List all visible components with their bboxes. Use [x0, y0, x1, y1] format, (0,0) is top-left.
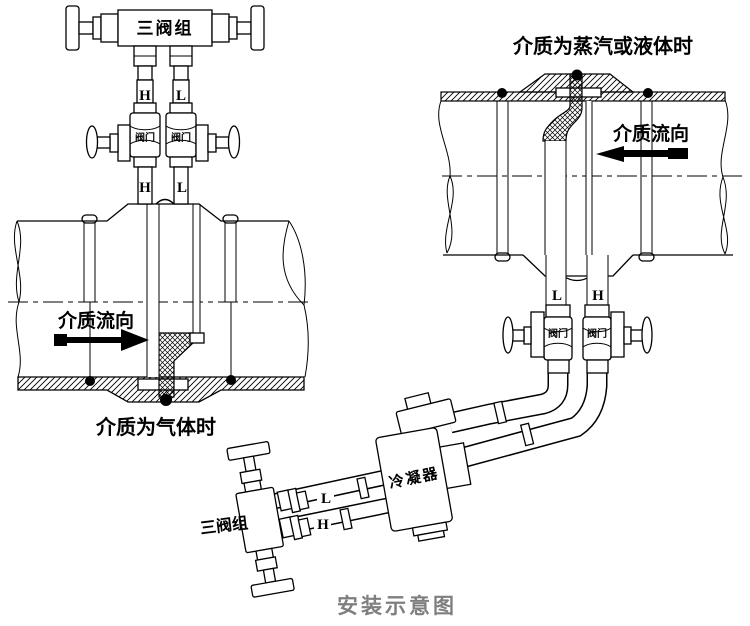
coupling [339, 507, 353, 531]
weld-dot [85, 376, 95, 386]
valve-stubs: L H [545, 255, 609, 305]
impulse-pipes [447, 372, 608, 470]
line-label-l: L [321, 491, 331, 507]
handle-bar-left [65, 5, 80, 51]
flow-arrow-left [596, 146, 688, 162]
flow-direction-label: 介质流向 [57, 309, 134, 332]
weld-dot [497, 88, 507, 98]
three-valve-manifold-top: 三阀组 [65, 5, 265, 51]
gas-caption: 介质为气体时 [95, 415, 216, 439]
tap-tubes [146, 204, 205, 377]
valve-label: 阀门 [135, 131, 155, 144]
steam-assembly: 介质为蒸汽或液体时 L H [438, 34, 742, 470]
steam-caption: 介质为蒸汽或液体时 [512, 34, 693, 58]
block-valves: 阀门 阀门 [502, 304, 653, 374]
handwheel-left [85, 124, 131, 162]
tap-label-l: L [552, 288, 562, 304]
three-valve-manifold-bottom: 三阀组 [199, 441, 295, 598]
manifold-body [117, 9, 213, 47]
manifold-label: 三阀组 [199, 513, 249, 538]
weld-dot [571, 69, 583, 81]
weld-dot [160, 394, 172, 406]
pipe-break-ends [13, 220, 309, 378]
coupling [519, 422, 535, 447]
gas-assembly: 介质流向 介质为气体时 三阀组 H 阀门 H [8, 5, 309, 439]
coupling [493, 400, 508, 425]
line-label-h: H [317, 517, 329, 533]
valve-l: 阀门 [502, 304, 573, 374]
handwheel-right [610, 311, 653, 358]
flow-arrow-right [54, 329, 149, 351]
valve-label: 阀门 [548, 327, 568, 340]
tap-label-h: H [592, 288, 604, 304]
valve-h: 阀门 [582, 304, 653, 374]
weld-dot [643, 88, 653, 98]
hub-bottom [522, 254, 634, 277]
handle-bar-right [250, 5, 265, 51]
weld-dot [226, 375, 236, 385]
coupling [356, 476, 370, 500]
condenser-bottom-tab [417, 529, 446, 542]
manifold-label: 三阀组 [137, 18, 194, 38]
tap-label-l-lower: L [177, 180, 187, 196]
valve-label: 阀门 [587, 327, 607, 340]
tap-label-l: L [176, 88, 186, 104]
tap-label-h: H [139, 88, 151, 104]
h-line: H 阀门 H [85, 45, 161, 205]
pipe-top-edge [17, 203, 289, 222]
valve-label: 阀门 [171, 131, 191, 144]
impulse-lines-and-valves: H 阀门 H L 阀门 L [85, 45, 241, 205]
page-caption: 安装示意图 [337, 594, 457, 618]
pipe-break-ends [438, 99, 729, 255]
tap-label-h-lower: H [139, 180, 151, 196]
handle-bar-bottom [250, 577, 295, 598]
l-line: L 阀门 L [165, 45, 241, 205]
hub-bump [155, 198, 175, 205]
tap-tubes [544, 101, 593, 255]
handwheel-right [195, 124, 241, 162]
handwheel-left [502, 311, 545, 358]
manifold-runs: L H [274, 468, 402, 541]
condenser: 冷凝器 [375, 391, 472, 542]
condensate-assembly: L H 冷凝器 三阀组 [199, 391, 472, 598]
flow-direction-label: 介质流向 [612, 122, 689, 145]
